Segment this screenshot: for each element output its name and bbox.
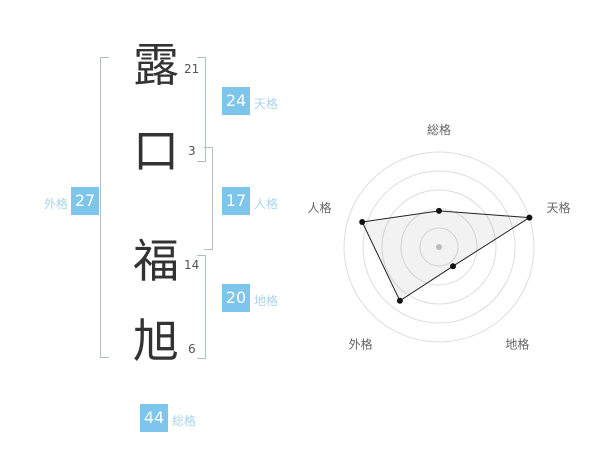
gaikaku-bracket <box>100 57 109 358</box>
chikaku-label: 地格 <box>254 294 279 308</box>
chikaku-bracket <box>197 255 206 359</box>
name-char-3: 福 <box>133 234 179 288</box>
radar-axis-label: 人格 <box>307 200 331 215</box>
tenkaku-bracket <box>197 57 206 162</box>
name-char-4: 旭 <box>133 314 179 368</box>
radar-axis-label: 外格 <box>349 336 373 351</box>
radar-chart-area: 総格天格地格 外格 人格 <box>292 120 592 370</box>
name-char-2: 口 <box>133 124 179 178</box>
gaikaku-score-box: 27 <box>71 187 99 215</box>
stroke-count-3: 14 <box>184 258 200 272</box>
tenkaku-label: 天格 <box>254 97 279 111</box>
jinkaku-bracket <box>204 147 213 250</box>
jinkaku-score-box: 17 <box>222 187 250 215</box>
stroke-count-1: 21 <box>184 62 200 76</box>
name-char-1: 露 <box>133 38 179 92</box>
stroke-count-4: 6 <box>188 342 196 356</box>
soukaku-label: 総格 <box>172 414 197 428</box>
gaikaku-label: 外格 <box>43 197 68 211</box>
radar-axis-label: 地格 <box>505 336 529 351</box>
radar-axis-label: 総格 <box>427 122 451 137</box>
jinkaku-label: 人格 <box>254 197 279 211</box>
chikaku-score-box: 20 <box>222 284 250 312</box>
tenkaku-score-box: 24 <box>222 87 250 115</box>
soukaku-score-box: 44 <box>140 404 168 432</box>
radar-axis-label: 天格 <box>547 200 571 215</box>
stroke-count-2: 3 <box>188 144 196 158</box>
